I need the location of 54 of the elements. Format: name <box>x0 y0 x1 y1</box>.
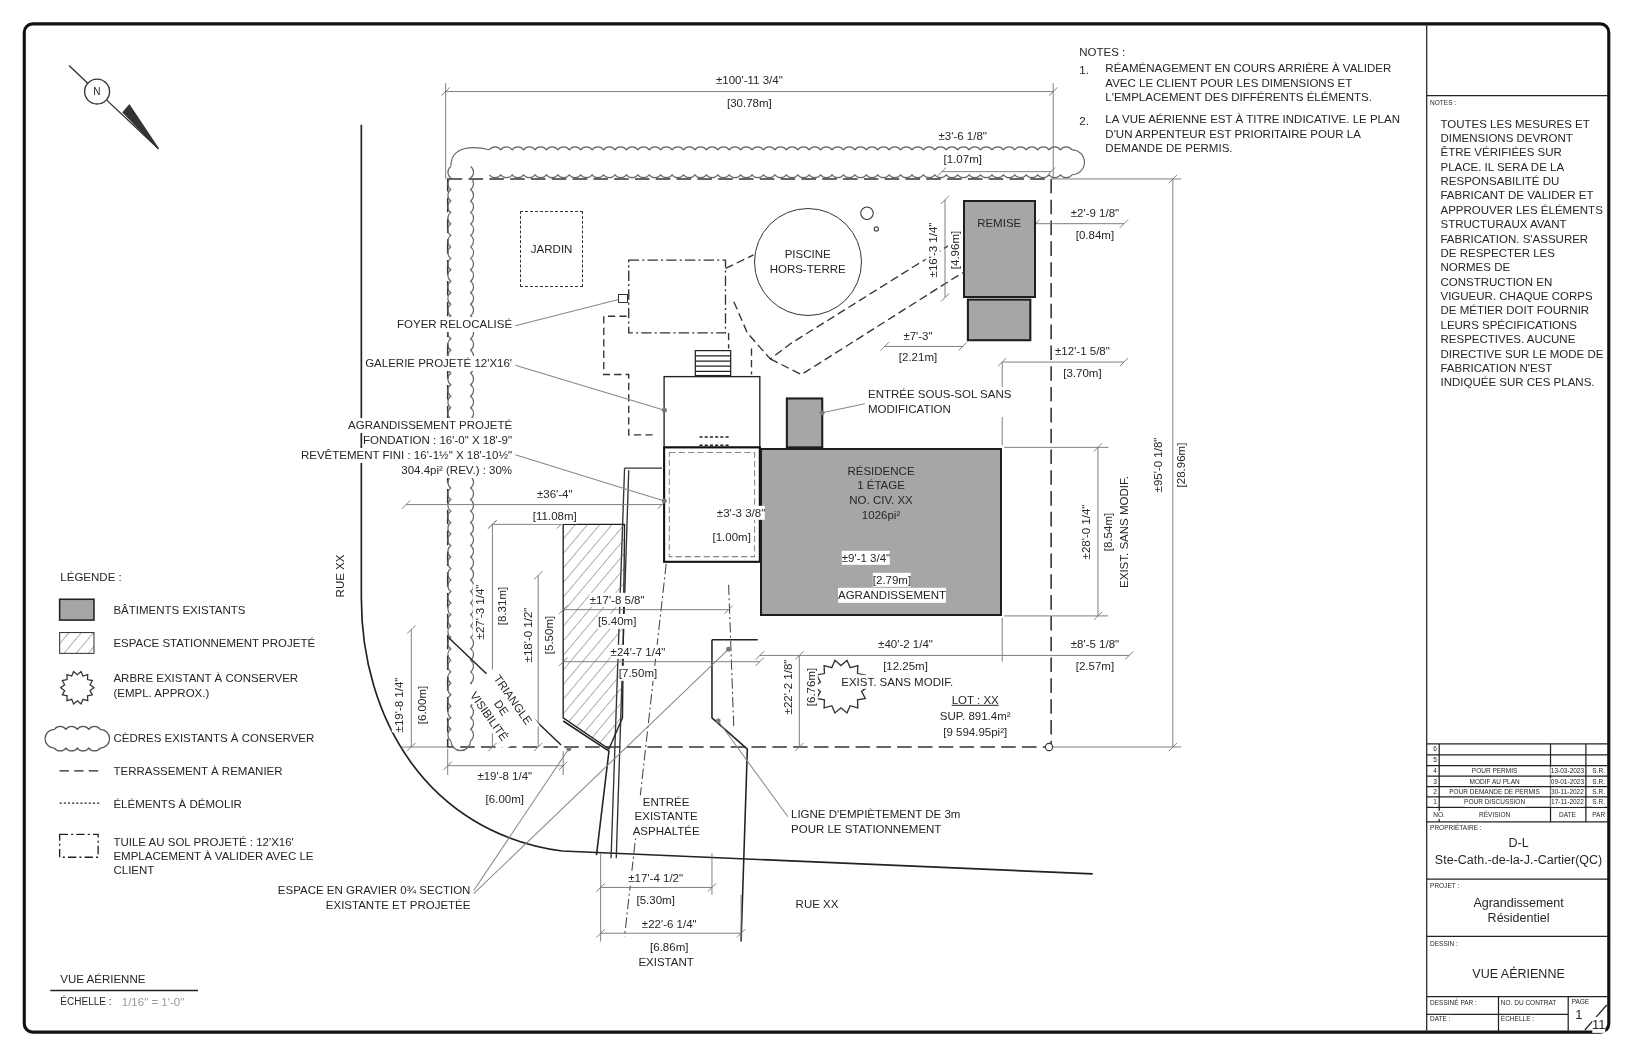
callout-text: FONDATION : 16'-0" X 18'-9" <box>362 433 513 449</box>
leader-line <box>473 746 572 892</box>
label-text: EXIST. SANS MODIF. <box>841 674 954 689</box>
dimension-text: [1.07m] <box>943 152 982 167</box>
shed-building <box>962 199 1036 298</box>
shape-label: REMISE <box>977 215 1022 231</box>
dimension-text: [6.00m] <box>485 792 524 807</box>
label-text: ±17'-8 5/8" <box>589 592 645 607</box>
dimension-text: [2.79m] <box>872 572 912 587</box>
shape-label: 1 ÉTAGE <box>857 478 905 494</box>
basement-entrance <box>785 397 824 449</box>
label-text: AGRANDISSEMENT <box>837 588 946 603</box>
callout-text: AGRANDISSEMENT PROJETÉ <box>348 418 513 434</box>
label-text: ±17'-4 1/2" <box>628 871 684 886</box>
garden-area <box>520 211 583 288</box>
label-text: ±9'-1 3/4" <box>841 550 891 566</box>
dimension-text: [8.54m] <box>1101 512 1116 551</box>
shape-label: RÉSIDENCE <box>847 463 915 479</box>
dimension-text: [11.08m] <box>532 509 577 524</box>
callout-text: FOYER RELOCALISÉ <box>397 317 513 333</box>
label-text: ±16'-3 1/4" <box>925 222 940 278</box>
label-text: ±19'-8 1/4" <box>391 677 406 732</box>
dimension-text: [5.40m] <box>598 614 637 629</box>
leader-line <box>514 364 667 413</box>
label-text: LÉGENDE : <box>60 569 122 584</box>
legend-text: ÉLÉMENTS À DÉMOLIR <box>113 796 242 811</box>
label-text: ±3'-3 3/8" <box>716 505 766 521</box>
dimension-text: [4.96m] <box>948 230 963 269</box>
label-text: 11 <box>1591 1017 1606 1034</box>
dimension-text: [7.50m] <box>618 666 658 681</box>
callout-text: GALERIE PROJETÉ 12'X16' <box>365 355 513 371</box>
callout-text: REVÊTEMENT FINI : 16'-1½" X 18'-10½" <box>300 448 513 464</box>
leader-line <box>819 403 866 416</box>
small-square-marker <box>618 293 628 303</box>
label-text: ENTRÉE EXISTANTE ASPHALTÉE <box>629 795 703 839</box>
label-text: ±27'-3 1/4" <box>472 584 487 640</box>
callout-text: 304.4pi² (REV.) : 30% <box>401 463 513 479</box>
shape-label: PISCINE HORS-TERRE <box>768 247 847 278</box>
gallery-outline <box>663 375 761 449</box>
leader-line <box>514 454 667 504</box>
label-text: LOT : XX <box>951 693 999 708</box>
callout-text: ENTRÉE SOUS-SOL SANS MODIFICATION <box>868 387 1014 418</box>
dimension-text: [5.30m] <box>636 893 675 908</box>
label-text: ±24'-7 1/4" <box>610 644 666 659</box>
label-text: Ste-Cath.-de-la-J.-Cartier(QC) <box>1434 852 1603 869</box>
leader-line <box>514 299 619 327</box>
dimension-text: [28.96m] <box>1174 442 1189 488</box>
shape-label: JARDIN <box>530 241 573 257</box>
dimension-text: [0.84m] <box>1075 228 1115 243</box>
leader-line <box>715 718 789 818</box>
north-letter: N <box>93 85 101 98</box>
shape-label: 1026pi² <box>861 508 901 524</box>
shape-label: NO. CIV. XX <box>849 493 913 509</box>
leader-line <box>473 646 732 895</box>
